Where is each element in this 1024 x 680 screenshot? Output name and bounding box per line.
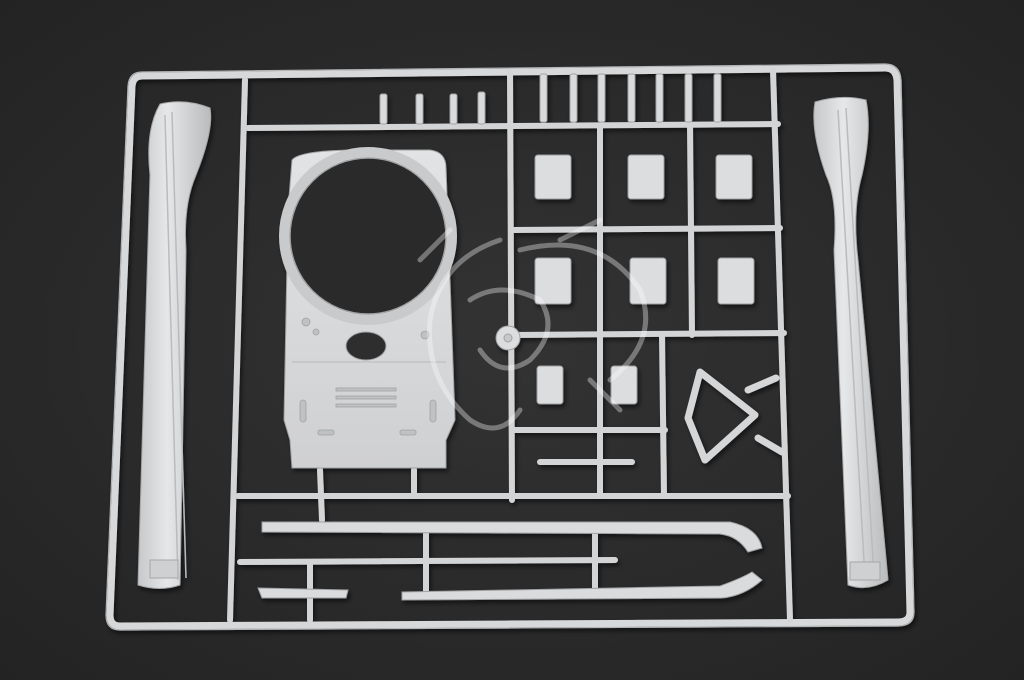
dragon-logo-icon xyxy=(417,217,649,431)
right-fender xyxy=(813,96,889,589)
sprue-runners xyxy=(227,67,793,623)
sprue-frame xyxy=(106,64,914,630)
hatch-parts xyxy=(534,154,755,405)
bracket-part xyxy=(684,368,786,464)
left-fender xyxy=(137,101,212,589)
hull-plate xyxy=(279,147,457,469)
long-rails xyxy=(257,521,763,601)
round-disc xyxy=(495,325,521,351)
post-parts-top xyxy=(379,73,722,125)
